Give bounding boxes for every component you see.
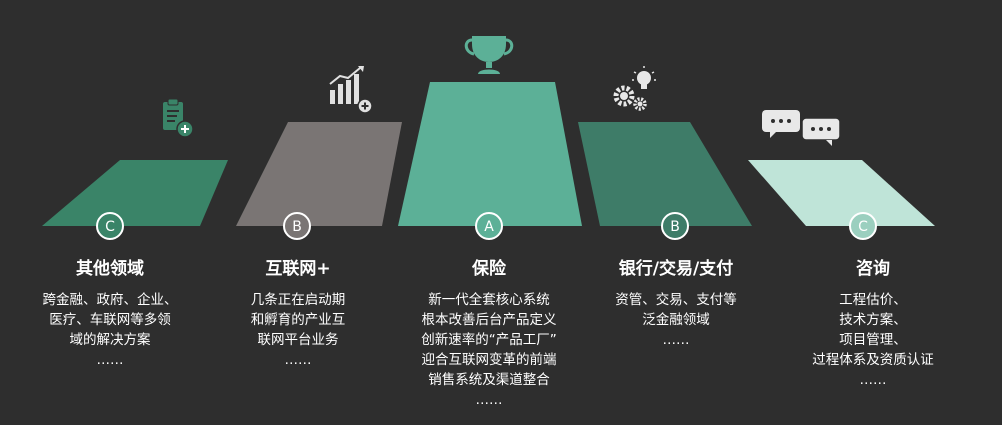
column-description: 新一代全套核心系统 根本改善后台产品定义 创新速率的“产品工厂” 迎合互联网变革… [394, 290, 584, 410]
desc-line: 过程体系及资质认证 [812, 352, 934, 368]
desc-line: 项目管理、 [839, 332, 907, 348]
platform-b-right [578, 122, 752, 226]
growth-chart-icon [329, 66, 373, 114]
column-other-fields: 其他领域 跨金融、政府、企业、 医疗、车联网等多领 域的解决方案 …… [20, 258, 200, 370]
platform-b-left [236, 122, 402, 226]
desc-line: …… [284, 352, 312, 368]
desc-line: 创新速率的“产品工厂” [421, 332, 557, 348]
column-description: 资管、交易、支付等 泛金融领域 …… [590, 290, 762, 350]
column-title: 银行/交易/支付 [618, 259, 734, 279]
desc-line: …… [859, 372, 887, 388]
column-consulting: 咨询 工程估价、 技术方案、 项目管理、 过程体系及资质认证 …… [778, 258, 968, 390]
column-description: 工程估价、 技术方案、 项目管理、 过程体系及资质认证 …… [778, 290, 968, 390]
desc-line: 联网平台业务 [257, 332, 339, 348]
platform-c-right [748, 160, 935, 226]
clipboard-plus-icon [163, 98, 194, 138]
desc-line: 和孵育的产业互 [250, 312, 346, 328]
badge-c-right-label: C [858, 219, 868, 235]
desc-line: 根本改善后台产品定义 [421, 312, 557, 328]
badge-b-left: B [283, 212, 311, 240]
badge-b-right-label: B [670, 219, 680, 235]
desc-line: 跨金融、政府、企业、 [42, 292, 178, 308]
column-title: 其他领域 [76, 259, 144, 279]
desc-line: …… [662, 332, 690, 348]
badge-c-right: C [849, 212, 877, 240]
column-title: 互联网+ [265, 259, 331, 279]
desc-line: 销售系统及渠道整合 [428, 372, 550, 388]
badge-c-left-label: C [105, 219, 115, 235]
column-internet-plus: 互联网+ 几条正在启动期 和孵育的产业互 联网平台业务 …… [218, 258, 378, 370]
column-banking-trading-payment: 银行/交易/支付 资管、交易、支付等 泛金融领域 …… [590, 258, 762, 350]
badge-a: A [475, 212, 503, 240]
platform-c-left [42, 160, 228, 226]
desc-line: 域的解决方案 [69, 332, 151, 348]
column-insurance: 保险 新一代全套核心系统 根本改善后台产品定义 创新速率的“产品工厂” 迎合互联… [394, 258, 584, 410]
column-description: 几条正在启动期 和孵育的产业互 联网平台业务 …… [218, 290, 378, 370]
desc-line: 资管、交易、支付等 [615, 292, 737, 308]
badge-c-left: C [96, 212, 124, 240]
desc-line: 医疗、车联网等多领 [49, 312, 171, 328]
platform-a-center [398, 82, 582, 226]
desc-line: 几条正在启动期 [250, 292, 346, 308]
desc-line: 泛金融领域 [642, 312, 710, 328]
desc-line: …… [96, 352, 124, 368]
desc-line: 迎合互联网变革的前端 [421, 352, 557, 368]
trophy-icon [464, 36, 514, 74]
column-description: 跨金融、政府、企业、 医疗、车联网等多领 域的解决方案 …… [20, 290, 200, 370]
chat-bubbles-icon [762, 110, 841, 146]
desc-line: 技术方案、 [839, 312, 907, 328]
gears-bulb-icon [613, 66, 656, 111]
badge-b-left-label: B [292, 219, 302, 235]
column-title: 保险 [472, 259, 506, 279]
badge-b-right: B [661, 212, 689, 240]
column-title: 咨询 [856, 259, 890, 279]
desc-line: 工程估价、 [839, 292, 907, 308]
badge-a-label: A [484, 219, 494, 235]
desc-line: …… [475, 392, 503, 408]
desc-line: 新一代全套核心系统 [428, 292, 550, 308]
